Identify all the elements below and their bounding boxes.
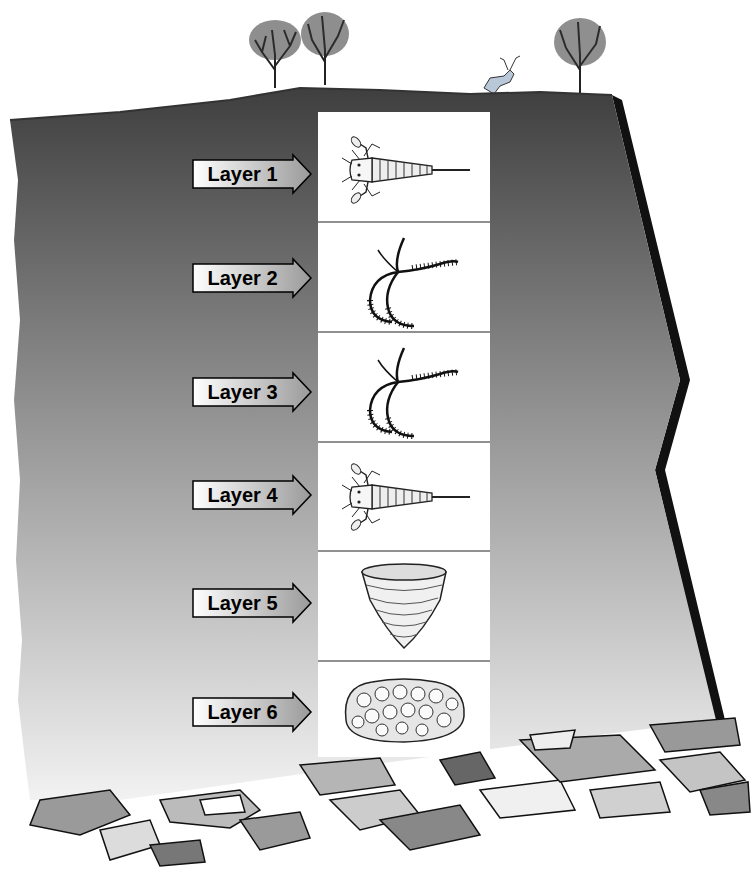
layer-label: Layer 6	[192, 692, 293, 732]
layer-arrow: Layer 3	[192, 372, 312, 412]
layer-arrow: Layer 5	[192, 583, 312, 623]
layer-arrow: Layer 6	[192, 692, 312, 732]
sea-scorpion-fossil	[342, 135, 470, 205]
deer	[484, 56, 520, 94]
layer-label: Layer 2	[192, 258, 293, 298]
layer-arrow: Layer 4	[192, 475, 312, 515]
layer-label: Layer 1	[192, 154, 293, 194]
graptolite-fossil	[370, 238, 458, 326]
sea-scorpion-fossil	[342, 462, 470, 532]
layer-arrow: Layer 1	[192, 154, 312, 194]
fossil-column	[318, 112, 490, 757]
layer-label: Layer 3	[192, 372, 293, 412]
layer-label: Layer 4	[192, 475, 293, 515]
graptolite-fossil	[370, 348, 458, 436]
horn-coral-fossil	[362, 564, 446, 648]
rubble	[30, 718, 750, 866]
colony-coral-fossil	[346, 679, 465, 742]
layer-arrow: Layer 2	[192, 258, 312, 298]
layer-label: Layer 5	[192, 583, 293, 623]
cliff-face	[10, 88, 716, 800]
